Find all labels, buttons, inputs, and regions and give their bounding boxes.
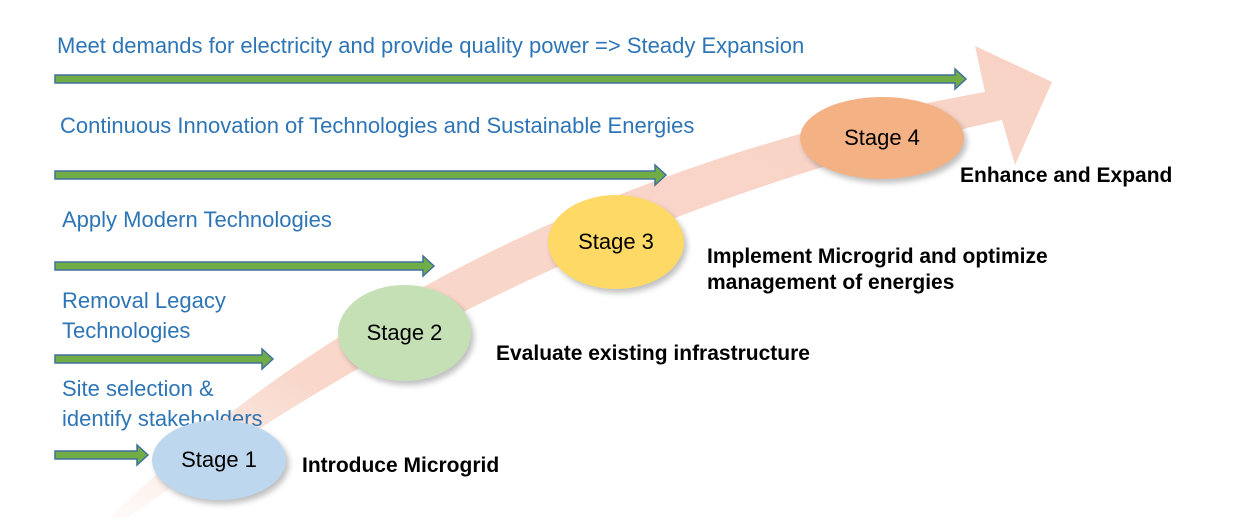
- stage-4-oval: Stage 4: [800, 97, 964, 179]
- progression-arrow: [110, 46, 1052, 518]
- stage-3-oval: Stage 3: [548, 195, 684, 289]
- goal-text-2: Continuous Innovation of Technologies an…: [60, 113, 695, 138]
- goal-arrows: [54, 67, 968, 467]
- stage-3-description: Implement Microgrid and optimize managem…: [707, 244, 1048, 296]
- goal-text-1: Meet demands for electricity and provide…: [57, 33, 805, 58]
- goal-text-4-line-1: Removal Legacy: [62, 288, 226, 313]
- stage-4-label: Stage 4: [844, 125, 920, 150]
- stage-1-label: Stage 1: [181, 447, 257, 472]
- stage-3-description-line-1: Implement Microgrid and optimize: [707, 245, 1048, 268]
- stage-2-oval: Stage 2: [338, 285, 471, 381]
- stage-2-description: Evaluate existing infrastructure: [496, 342, 810, 365]
- goal-arrow-5: [54, 443, 150, 467]
- goal-text-4-line-2: Technologies: [62, 318, 191, 343]
- goal-arrow-4: [54, 347, 275, 371]
- stage-4-description: Enhance and Expand: [960, 164, 1173, 187]
- goal-arrow-2: [54, 163, 668, 187]
- stage-1-oval: Stage 1: [152, 420, 286, 500]
- goal-text-4: Removal Legacy Technologies: [62, 286, 226, 346]
- goal-arrow-1: [54, 67, 968, 91]
- stage-2-label: Stage 2: [366, 320, 443, 345]
- stage-3-label: Stage 3: [578, 229, 654, 254]
- goal-arrow-3: [54, 254, 436, 278]
- goal-text-5-line-1: Site selection &: [62, 376, 214, 401]
- stage-3-description-line-2: management of energies: [707, 271, 955, 294]
- goal-text-3: Apply Modern Technologies: [62, 207, 332, 232]
- stage-1-description: Introduce Microgrid: [302, 454, 500, 477]
